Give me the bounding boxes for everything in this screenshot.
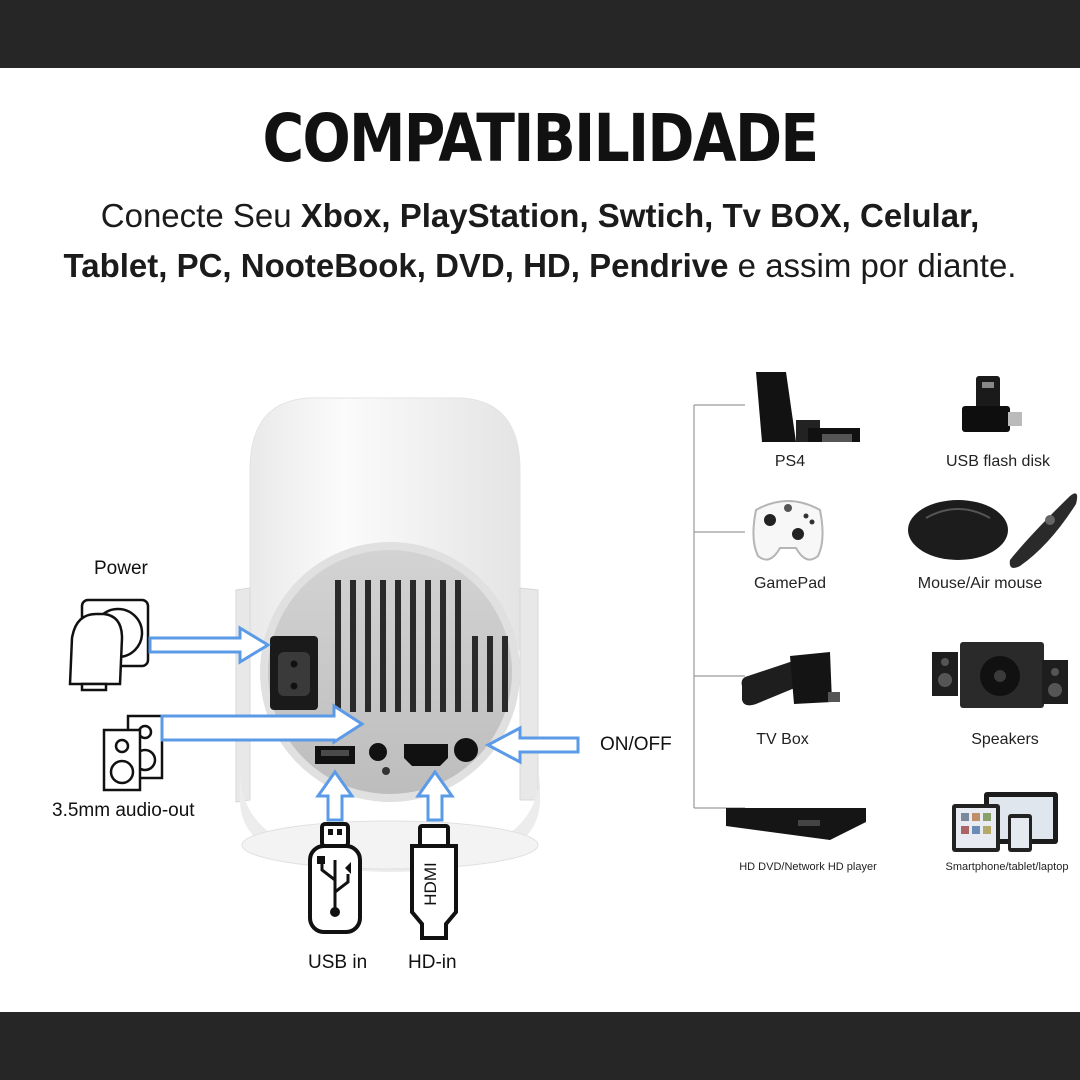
label-power: Power xyxy=(94,558,148,579)
subtitle-bold: Tablet, PC, NooteBook, DVD, HD, Pendrive xyxy=(63,247,729,284)
top-bar xyxy=(0,0,1080,68)
power-button xyxy=(454,738,478,762)
device-label-mouse: Mouse/Air mouse xyxy=(917,575,1043,592)
device-label-ps4: PS4 xyxy=(774,453,806,470)
label-audio-out: 3.5mm audio-out xyxy=(52,800,195,821)
device-label-speakers: Speakers xyxy=(971,731,1039,748)
power-socket xyxy=(270,636,318,710)
speaker-icon xyxy=(102,714,164,792)
gamepad-icon xyxy=(752,500,824,561)
subtitle-text: Conecte Seu xyxy=(100,197,301,234)
audio-jack xyxy=(369,743,387,761)
usb-flash-disk-icon xyxy=(962,376,1022,432)
subtitle-text: e assim por diante. xyxy=(728,247,1017,284)
page-title: COMPATIBILIDADE xyxy=(262,100,820,177)
device-label-gamepad: GamePad xyxy=(753,575,827,592)
usb-stick-icon xyxy=(308,822,362,934)
label-hd-in: HD-in xyxy=(408,952,457,973)
subtitle-bold: Xbox, PlayStation, Swtich, Tv BOX, Celul… xyxy=(300,197,980,234)
device-label-smart-devices: Smartphone/tablet/laptop xyxy=(945,861,1069,873)
devices-icon xyxy=(952,792,1058,852)
speakers-icon xyxy=(932,642,1068,708)
dvd-player-icon xyxy=(726,808,866,840)
subtitle-line-2: Tablet, PC, NooteBook, DVD, HD, Pendrive… xyxy=(0,246,1080,286)
ps4-console-icon xyxy=(756,372,860,442)
hdmi-cable-text: HDMI xyxy=(421,862,440,905)
tv-box-icon xyxy=(741,652,840,706)
power-plug-icon xyxy=(68,598,150,692)
projector-body xyxy=(235,397,540,872)
label-usb-in: USB in xyxy=(308,952,368,973)
device-label-tv-box: TV Box xyxy=(756,731,809,748)
label-on-off: ON/OFF xyxy=(600,734,672,755)
bottom-bar xyxy=(0,1012,1080,1080)
arrows xyxy=(148,625,580,822)
device-label-dvd-player: HD DVD/Network HD player xyxy=(739,861,877,873)
hdmi-cable-icon xyxy=(410,824,458,940)
vent-grille xyxy=(335,580,508,712)
device-label-usb-flash-disk: USB flash disk xyxy=(945,453,1051,470)
subtitle-line-1: Conecte Seu Xbox, PlayStation, Swtich, T… xyxy=(0,196,1080,236)
mouse-icon xyxy=(908,493,1078,568)
hdmi-port xyxy=(404,744,448,766)
